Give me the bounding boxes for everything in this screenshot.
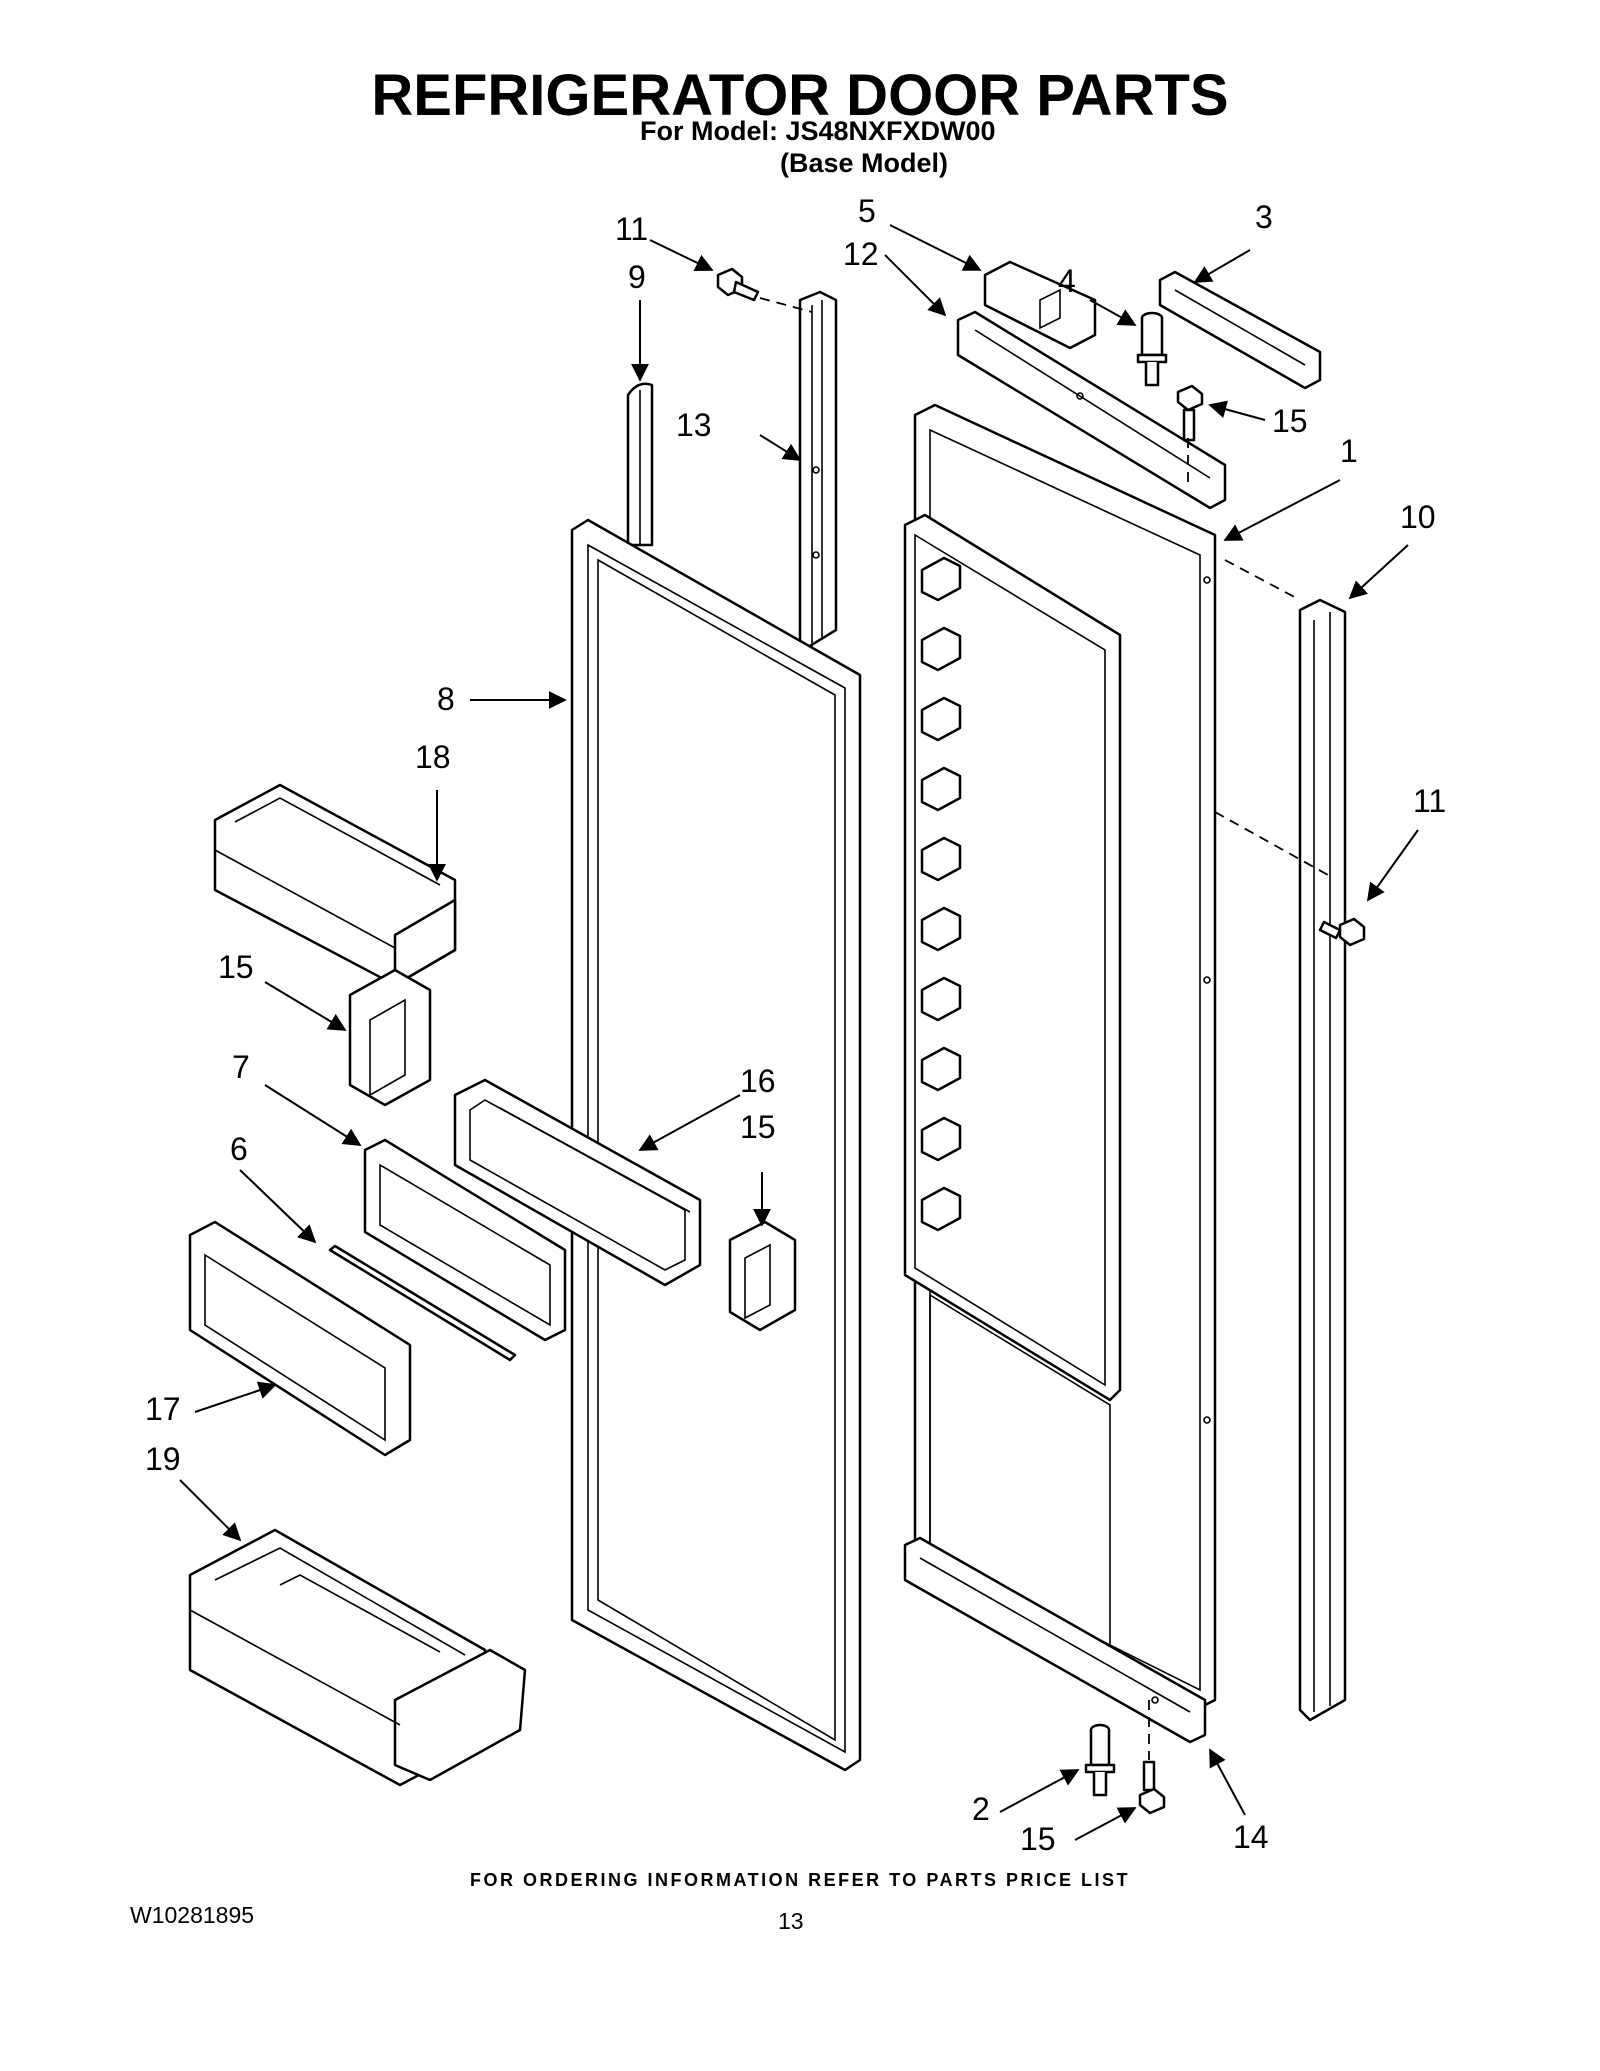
part-15-bracket-right: [728, 1220, 797, 1332]
callout-15-right: 15: [740, 1109, 776, 1145]
callout-15-top: 15: [1272, 403, 1308, 439]
callout-labels: 1 2 3 4 5 6 7 8 9 10 11 11 12 13 14 15 1…: [145, 193, 1446, 1857]
part-8-door-panel: [570, 518, 862, 1772]
callout-14: 14: [1233, 1819, 1269, 1855]
part-3-top-trim: [1158, 270, 1322, 390]
callout-16: 16: [740, 1063, 776, 1099]
callout-7: 7: [232, 1049, 250, 1085]
part-16-dispenser-housing: [453, 1078, 702, 1287]
callout-11-top: 11: [615, 211, 648, 247]
part-5-hinge-cover: [983, 260, 1097, 350]
callout-11-right: 11: [1413, 783, 1446, 819]
document-number: W10281895: [130, 1902, 255, 1928]
part-9-door-trim-left: [626, 382, 654, 547]
page-number: 13: [778, 1908, 804, 1934]
part-15-screw-bottom: [1138, 1760, 1166, 1815]
callout-19: 19: [145, 1441, 181, 1477]
callout-6: 6: [230, 1131, 248, 1167]
callout-13: 13: [676, 407, 712, 443]
callout-18: 18: [415, 739, 451, 775]
callout-10: 10: [1400, 499, 1436, 535]
shelf-clips: [920, 556, 962, 1232]
callout-1: 1: [1340, 433, 1358, 469]
part-10-door-trim-right: [1298, 598, 1347, 1722]
callout-5: 5: [858, 193, 876, 229]
part-15-bracket-left: [348, 968, 432, 1107]
callout-2: 2: [972, 1791, 990, 1827]
part-17-bin-door: [188, 1220, 412, 1457]
callout-3: 3: [1255, 199, 1273, 235]
part-6-seal-strip: [328, 1244, 517, 1362]
callout-15-bottom: 15: [1020, 1821, 1056, 1857]
callout-9: 9: [628, 259, 646, 295]
callout-17: 17: [145, 1391, 181, 1427]
part-14-bottom-bracket: [903, 1536, 1207, 1744]
leader-lines: [179, 224, 1419, 1841]
callout-12: 12: [843, 236, 879, 272]
part-18-door-bin-upper: [213, 783, 457, 987]
part-19-door-bin-lower: [188, 1528, 527, 1787]
callout-15-left: 15: [218, 949, 254, 985]
part-1-door-liner: [903, 403, 1217, 1712]
part-13-hinge-trim: [798, 290, 838, 654]
part-11-screw-top: [716, 267, 760, 302]
ordering-note: FOR ORDERING INFORMATION REFER TO PARTS …: [469, 1870, 1130, 1890]
callout-8: 8: [437, 681, 455, 717]
callout-4: 4: [1058, 263, 1076, 299]
base-model-label: (Base Model): [780, 148, 949, 178]
part-11-screw-right: [1318, 917, 1366, 947]
model-number: For Model: JS48NXFXDW00: [640, 116, 996, 146]
part-7-bin-frame: [363, 1138, 567, 1342]
part-4-hinge-pin-top: [1136, 311, 1168, 387]
page-title: REFRIGERATOR DOOR PARTS: [371, 63, 1229, 128]
part-15-screw-top: [1176, 384, 1204, 442]
part-12-top-bracket: [956, 310, 1227, 510]
part-2-hinge-pin-bottom: [1084, 1723, 1116, 1797]
